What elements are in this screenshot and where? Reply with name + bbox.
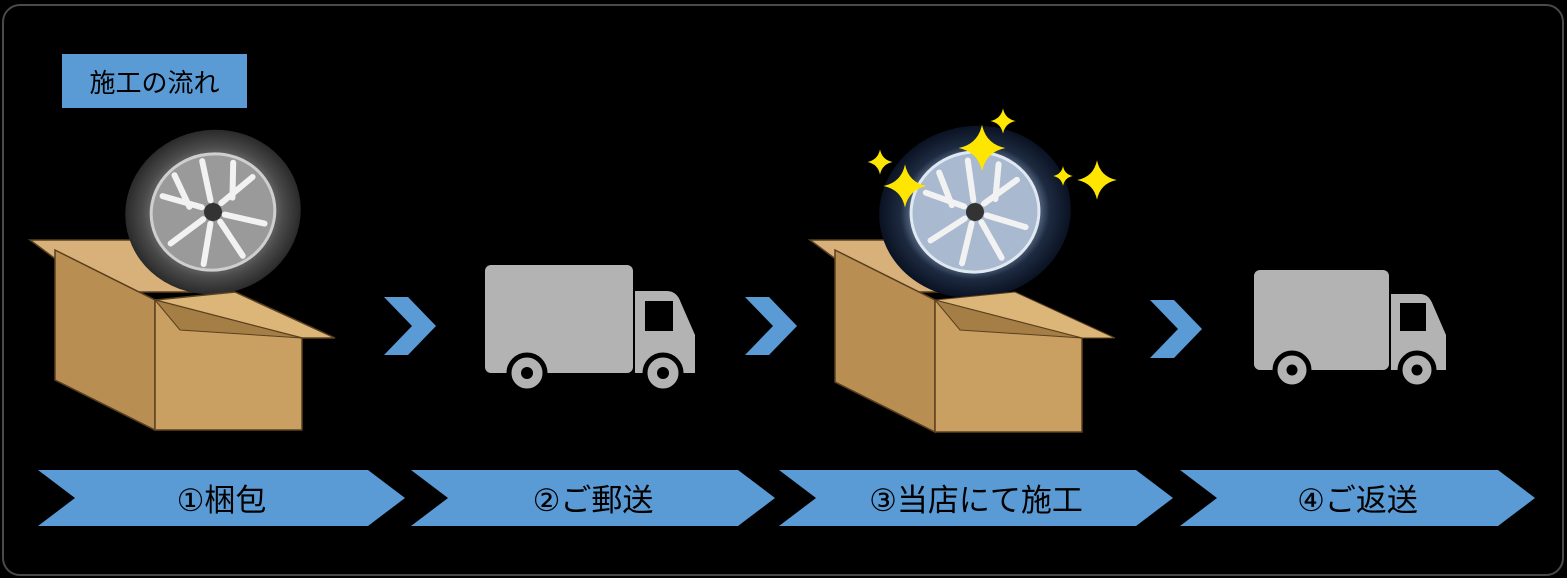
step-band-2 (411, 470, 775, 526)
truck-icon (485, 265, 695, 394)
chevron-right-icon (1150, 300, 1202, 358)
chevron-right-icon (384, 297, 436, 355)
chevron-right-icon (745, 297, 797, 355)
flow-title: 施工の流れ (62, 54, 247, 108)
step-band-4 (1180, 470, 1535, 526)
step-band-3 (779, 470, 1173, 526)
box-with-tire-icon (27, 129, 336, 432)
truck-icon (1254, 270, 1446, 390)
step-band-1 (38, 470, 405, 526)
box-with-clean-tire-icon (807, 108, 1117, 434)
